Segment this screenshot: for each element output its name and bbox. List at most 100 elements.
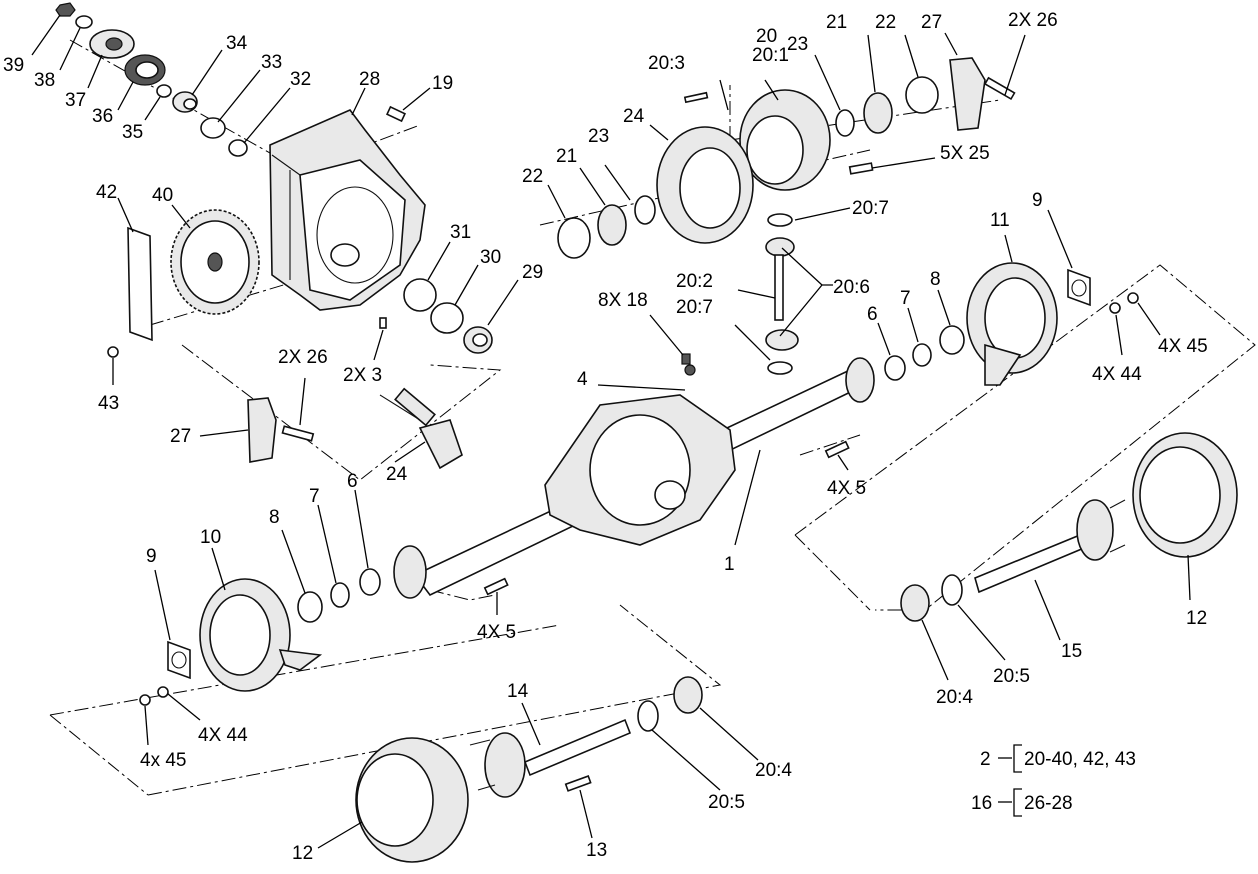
- washer-20-5-left: [637, 700, 659, 732]
- brake-11: [966, 262, 1058, 386]
- callout-4x5-left: 4X 5: [477, 622, 516, 643]
- shaft-20-2: [774, 254, 784, 321]
- callout-23-low: 23: [588, 126, 609, 147]
- callout-21-low: 21: [556, 146, 577, 167]
- bolt-13: [564, 775, 592, 792]
- callout-42: 42: [96, 182, 117, 203]
- drum-12-right: [1132, 432, 1238, 558]
- cup-33: [200, 117, 226, 139]
- callout-20-5-left: 20:5: [708, 792, 745, 813]
- ring-7-right: [912, 343, 932, 367]
- callout-28: 28: [359, 69, 380, 90]
- callout-20-6: 20:6: [833, 277, 870, 298]
- callout-27-right: 27: [921, 12, 942, 33]
- cap-27-left: [247, 397, 315, 463]
- gear-20-6-top: [765, 237, 795, 257]
- cup-22-top: [905, 76, 939, 114]
- kit-2-number: 2: [980, 749, 991, 770]
- callout-2x26-left: 2X 26: [278, 347, 328, 368]
- callout-29: 29: [522, 262, 543, 283]
- callout-7-left: 7: [309, 486, 320, 507]
- bearing-21-top: [863, 92, 893, 134]
- callout-24-left: 24: [386, 464, 408, 485]
- callout-4x45-right: 4X 45: [1158, 336, 1208, 357]
- washer-20-7-low: [767, 361, 793, 375]
- callout-37: 37: [65, 90, 86, 111]
- nut-45-left: [139, 694, 151, 706]
- callout-19: 19: [432, 73, 453, 94]
- kit-16-number: 16: [971, 793, 992, 814]
- spacer-35: [156, 84, 172, 98]
- callout-20-5-right: 20:5: [993, 666, 1030, 687]
- callout-20-7-top: 20:7: [852, 198, 889, 219]
- callout-4x44-left: 4X 44: [198, 725, 248, 746]
- callout-33: 33: [261, 52, 282, 73]
- ring-6-left: [359, 568, 381, 596]
- callout-5x25: 5X 25: [940, 143, 990, 164]
- callout-34: 34: [226, 33, 248, 54]
- plate-9-left: [167, 640, 191, 680]
- ring-7-left: [330, 582, 350, 608]
- washer-38: [75, 15, 93, 29]
- ring-6-right: [884, 355, 906, 381]
- bearing-8-left: [297, 591, 323, 623]
- callout-2x3: 2X 3: [343, 365, 382, 386]
- gasket-42: [127, 226, 153, 342]
- callout-13: 13: [586, 840, 607, 861]
- callout-23-top: 23: [787, 34, 808, 55]
- callout-8-right: 8: [930, 269, 941, 290]
- ring-23-low: [634, 195, 656, 225]
- callout-20-1: 20:1: [752, 45, 789, 66]
- pinion-24: [379, 387, 463, 470]
- pin-3: [379, 317, 387, 329]
- callout-27-left: 27: [170, 426, 191, 447]
- pinion-parts: [55, 2, 248, 157]
- callout-labels: 39 38 37 36 35 34 33 32 28 19 42 40 43 3…: [3, 10, 1208, 864]
- bearing-21-low: [597, 204, 627, 246]
- callout-40: 40: [152, 185, 173, 206]
- callout-8-left: 8: [269, 507, 280, 528]
- callout-1: 1: [724, 554, 735, 575]
- callout-11: 11: [990, 210, 1010, 231]
- gear-20-4-left: [673, 676, 703, 714]
- callout-15: 15: [1061, 641, 1082, 662]
- callout-6-right: 6: [867, 304, 878, 325]
- gear-20-4-right: [900, 584, 930, 622]
- kit-16-parts: 26-28: [1024, 793, 1073, 814]
- gear-20-6-low: [765, 329, 799, 351]
- screw-19: [385, 105, 407, 123]
- ring-23-top: [835, 109, 855, 137]
- screw-5-right: [824, 440, 850, 459]
- axle-shaft-15: [974, 499, 1126, 594]
- callout-8x18: 8X 18: [598, 290, 648, 311]
- callout-4x45-left: 4x 45: [140, 750, 186, 771]
- ring-31: [403, 278, 437, 312]
- differential-parts: [557, 57, 1016, 375]
- bearing-8-right: [939, 325, 965, 355]
- washer-44-right: [1109, 302, 1121, 314]
- cup-22-low: [557, 217, 591, 259]
- callout-4: 4: [577, 369, 588, 390]
- callout-10: 10: [200, 527, 221, 548]
- screw-25: [848, 162, 874, 175]
- plate-9-right: [1067, 268, 1091, 307]
- kit-2-parts: 20-40, 42, 43: [1024, 749, 1136, 770]
- callout-4x5-right: 4X 5: [827, 478, 866, 499]
- callout-20-3: 20:3: [648, 53, 685, 74]
- shim-32: [228, 139, 248, 157]
- callout-21-top: 21: [826, 12, 847, 33]
- callout-14: 14: [507, 681, 529, 702]
- callout-20-4-right: 20:4: [936, 687, 973, 708]
- leader-lines: [31, 14, 1191, 849]
- callout-20-2: 20:2: [676, 271, 713, 292]
- washer-20-5-right: [941, 574, 963, 606]
- callout-22-top: 22: [875, 12, 896, 33]
- washer-44-left: [157, 686, 169, 698]
- callout-9-left: 9: [146, 546, 157, 567]
- callout-2x26-right: 2X 26: [1008, 10, 1058, 31]
- brake-10: [199, 578, 323, 692]
- race-30: [430, 302, 464, 334]
- axle-shaft-14: [469, 718, 632, 798]
